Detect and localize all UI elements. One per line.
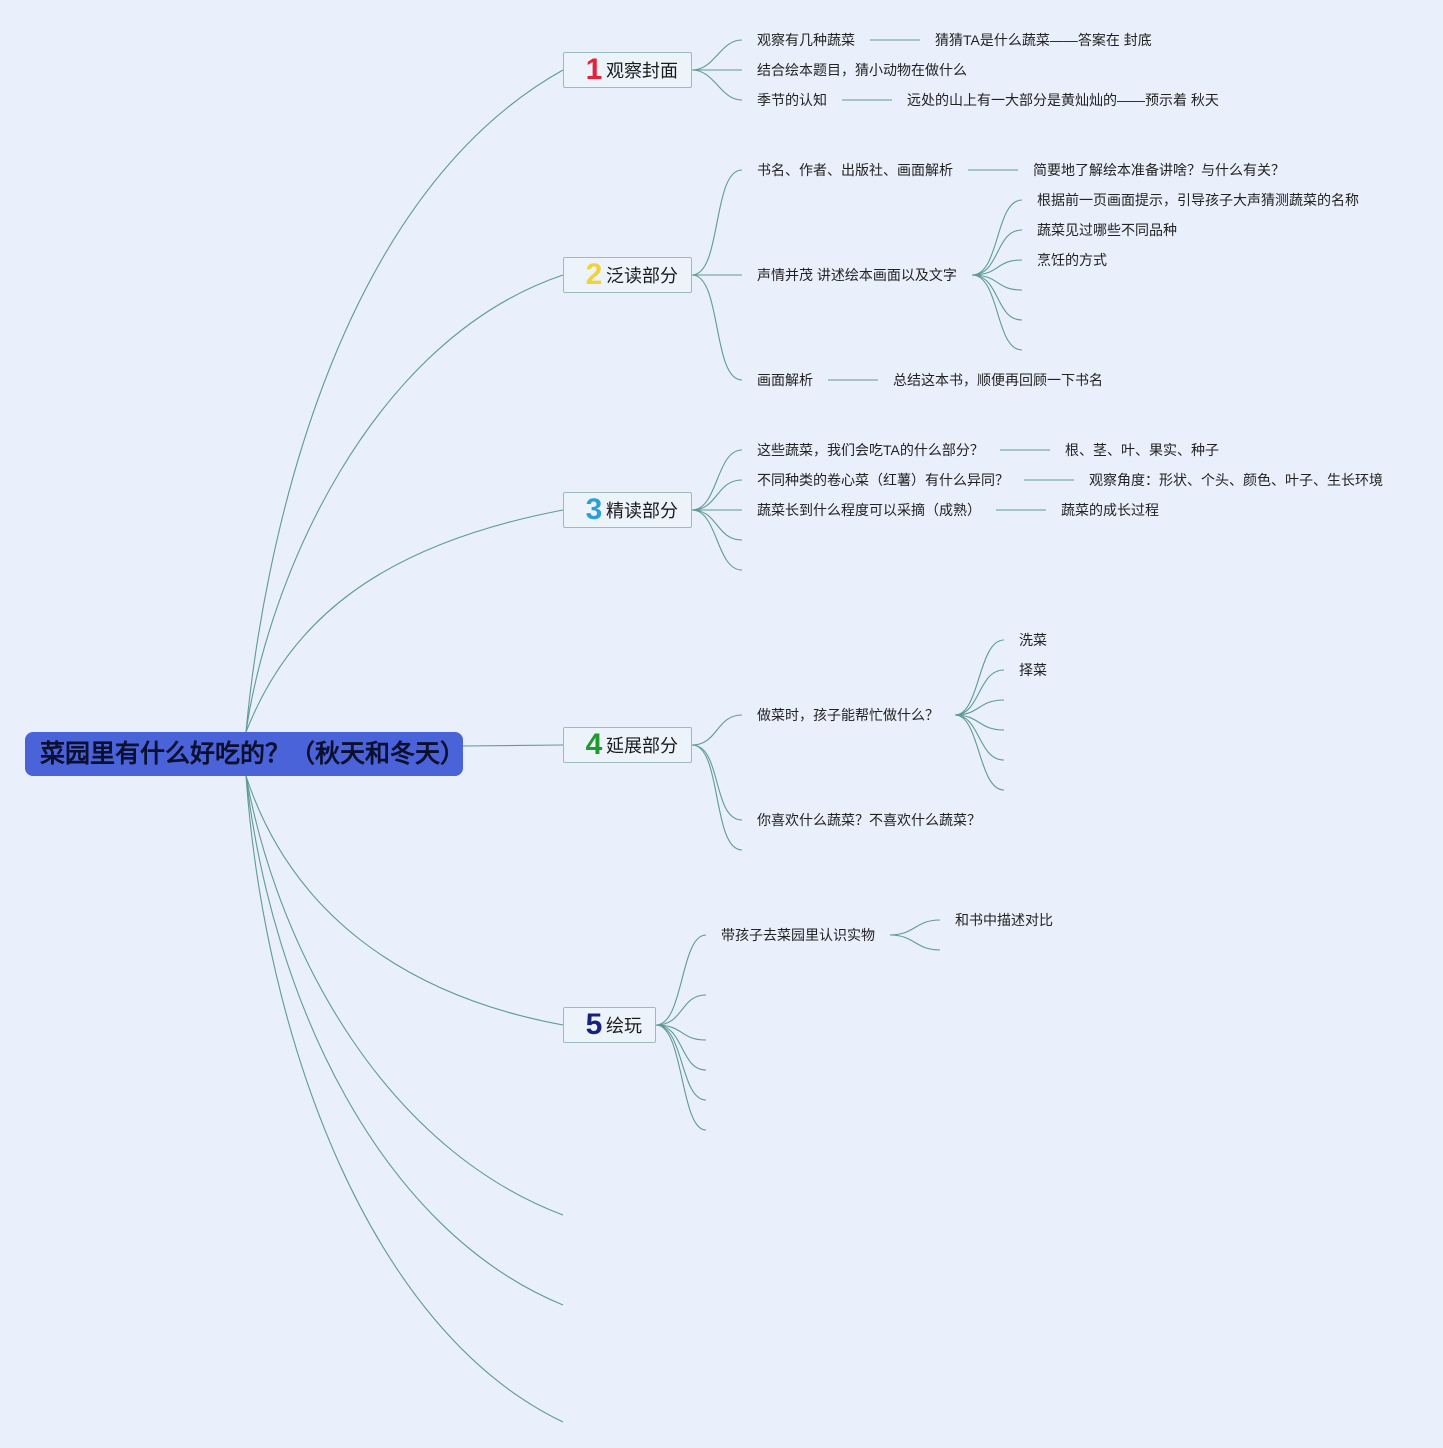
b4-item-1-child-2[interactable]: 择菜	[1019, 662, 1047, 678]
branch-4-label: 延展部分	[606, 736, 678, 756]
connector-root-b3	[245, 509, 564, 733]
branch-1-number: 1	[585, 53, 603, 86]
b5-item-1[interactable]: 带孩子去菜园里认识实物	[721, 927, 875, 943]
branch-4-node[interactable]: 4 延展部分	[563, 727, 692, 763]
b3-item-1[interactable]: 这些蔬菜，我们会吃TA的什么部分？	[757, 442, 984, 458]
b1-item-3[interactable]: 季节的认知	[757, 92, 827, 108]
connector-root-b5	[245, 775, 564, 1026]
connector-b3-i1	[691, 449, 743, 511]
branch-2-label: 泛读部分	[606, 266, 678, 286]
connector-b3-i4	[691, 509, 743, 541]
b2-item-2-child-2[interactable]: 蔬菜见过哪些不同品种	[1037, 222, 1177, 238]
connector-root-extra-2	[245, 775, 564, 1306]
connector-b2-c5	[971, 274, 1023, 321]
branch-4-number: 4	[585, 728, 603, 761]
connector-root-b4	[462, 744, 564, 747]
branch-1-node[interactable]: 1 观察封面	[563, 52, 692, 88]
connector-b2-c2	[971, 229, 1023, 276]
b2-item-2[interactable]: 声情并茂 讲述绘本画面以及文字	[757, 267, 957, 283]
connector-b4-c4	[954, 714, 1005, 731]
b5-item-1-child-1[interactable]: 和书中描述对比	[955, 912, 1053, 928]
branch-2-node[interactable]: 2 泛读部分	[563, 257, 692, 293]
b2-item-3[interactable]: 画面解析	[757, 372, 813, 388]
branch-5-label: 绘玩	[606, 1016, 642, 1036]
connector-b1-i3	[691, 69, 743, 101]
connector-b4-c1	[954, 639, 1005, 716]
b2-item-1[interactable]: 书名、作者、出版社、画面解析	[757, 162, 953, 178]
branch-3-node[interactable]: 3 精读部分	[563, 492, 692, 528]
branch-5-number: 5	[585, 1008, 603, 1041]
b4-item-1[interactable]: 做菜时，孩子能帮忙做什么？	[757, 707, 939, 723]
connector-root-extra-3	[245, 775, 564, 1423]
b2-item-3-detail[interactable]: 总结这本书，顺便再回顾一下书名	[893, 372, 1103, 388]
connector-b3-i2	[691, 479, 743, 511]
connector-b5-i3	[655, 1024, 707, 1041]
root-topic[interactable]: 菜园里有什么好吃的？（秋天和冬天）	[25, 732, 465, 776]
b3-item-2[interactable]: 不同种类的卷心菜（红薯）有什么异同？	[757, 472, 1009, 488]
connector-b2-i1	[691, 169, 743, 276]
connector-b2-c3	[971, 259, 1023, 276]
b2-item-2-child-1[interactable]: 根据前一页画面提示，引导孩子大声猜测蔬菜的名称	[1037, 192, 1359, 208]
b1-item-2[interactable]: 结合绘本题目，猜小动物在做什么	[757, 62, 967, 78]
b4-item-1-child-1[interactable]: 洗菜	[1019, 632, 1047, 648]
connector-b5-i1	[655, 934, 707, 1026]
connector-b5-i5	[655, 1024, 707, 1101]
connector-b5-c1	[889, 919, 941, 936]
connector-b2-c4	[971, 274, 1023, 291]
connector-b4-i3	[691, 744, 743, 851]
connector-b3-i5	[691, 509, 743, 571]
connector-b5-i4	[655, 1024, 707, 1071]
b1-item-3-detail[interactable]: 远处的山上有一大部分是黄灿灿的——预示着 秋天	[907, 92, 1219, 108]
connector-b5-c2	[889, 934, 941, 951]
b1-item-1[interactable]: 观察有几种蔬菜	[757, 32, 855, 48]
b4-item-2[interactable]: 你喜欢什么蔬菜？不喜欢什么蔬菜？	[757, 812, 981, 828]
b3-item-2-detail[interactable]: 观察角度：形状、个头、颜色、叶子、生长环境	[1089, 472, 1383, 488]
connector-b5-i6	[655, 1024, 707, 1131]
connector-b4-c5	[954, 714, 1005, 761]
connector-b4-c2	[954, 669, 1005, 716]
branch-5-node[interactable]: 5 绘玩	[563, 1007, 656, 1043]
connector-b2-i3	[691, 274, 743, 381]
b3-item-3-detail[interactable]: 蔬菜的成长过程	[1061, 502, 1159, 518]
connector-b5-i2	[655, 994, 707, 1026]
connector-root-b2	[245, 274, 564, 733]
b3-item-3[interactable]: 蔬菜长到什么程度可以采摘（成熟）	[757, 502, 981, 518]
b3-item-1-detail[interactable]: 根、茎、叶、果实、种子	[1065, 442, 1219, 458]
connector-b4-i2	[691, 744, 743, 821]
branch-2-number: 2	[585, 258, 603, 291]
branch-3-number: 3	[585, 493, 603, 526]
connector-root-extra-1	[245, 775, 564, 1216]
b2-item-1-detail[interactable]: 简要地了解绘本准备讲啥？与什么有关？	[1033, 162, 1285, 178]
b1-item-1-detail[interactable]: 猜猜TA是什么蔬菜——答案在 封底	[935, 32, 1152, 48]
connector-b2-c1	[971, 199, 1023, 276]
connector-root-b1	[245, 69, 564, 733]
branch-3-label: 精读部分	[606, 501, 678, 521]
connector-b4-c6	[954, 714, 1005, 791]
connector-b4-i1	[691, 714, 743, 746]
connector-b2-c6	[971, 274, 1023, 351]
b2-item-2-child-3[interactable]: 烹饪的方式	[1037, 252, 1107, 268]
connector-b1-i1	[691, 39, 743, 71]
branch-1-label: 观察封面	[606, 61, 678, 81]
connector-b4-c3	[954, 699, 1005, 716]
